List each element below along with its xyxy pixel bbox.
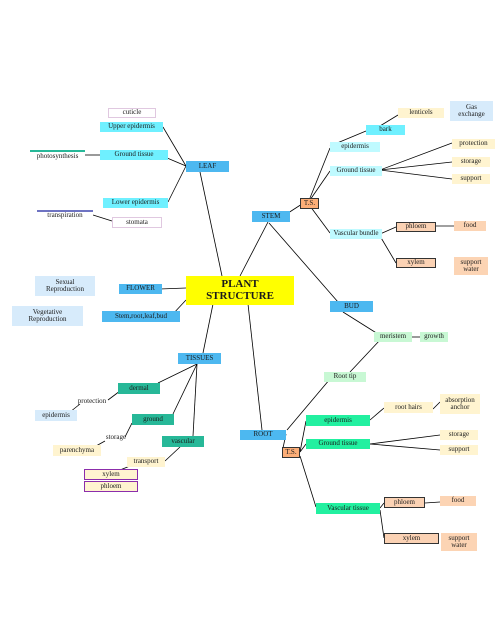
stem-node: STEM xyxy=(252,211,290,222)
vascular-node: vascular xyxy=(162,436,204,447)
stem-food-node: food xyxy=(454,221,486,231)
root-xylem-node: xylem xyxy=(384,533,439,544)
gas-exchange-node: Gas exchange xyxy=(450,101,493,121)
vegetative-reproduction-node: Vegetative Reproduction xyxy=(12,306,83,326)
root-storage-node: storage xyxy=(440,430,478,440)
root-ground-tissue-node: Ground tissue xyxy=(306,439,370,449)
root-support-water-node: support water xyxy=(441,533,477,551)
lower-epidermis-node: Lower epidermis xyxy=(103,198,168,208)
stem-epidermis-node: epidermis xyxy=(330,142,380,152)
bark-node: bark xyxy=(366,125,405,135)
vascular-bundle-node: Vascular bundle xyxy=(330,229,382,239)
tissues-epidermis-node: epidermis xyxy=(35,410,77,421)
root-phloem-node: phloem xyxy=(384,497,425,508)
plant-structure-center-node: PLANT STRUCTURE xyxy=(186,276,294,305)
root-food-node: food xyxy=(440,496,476,506)
stem-support-water-node: support water xyxy=(454,257,488,275)
stem-root-leaf-bud-node: Stem,root,leaf,bud xyxy=(102,311,180,322)
dermal-node: dermal xyxy=(118,383,160,394)
tissues-protection-node: protection xyxy=(77,397,107,406)
leaf-node: LEAF xyxy=(186,161,229,172)
meristem-node: meristem xyxy=(374,332,412,342)
stem-ground-tissue-node: Ground tissue xyxy=(330,166,382,176)
lenticels-node: lenticels xyxy=(398,108,444,118)
absorption-anchor-node: absorption anchor xyxy=(440,394,480,414)
root-vascular-tissue-node: Vascular tissue xyxy=(316,503,380,514)
transpiration-node: transpiration xyxy=(37,210,93,220)
photosynthesis-node: photosynthesis xyxy=(30,150,85,161)
root-node: ROOT xyxy=(240,430,286,440)
cuticle-node: cuticle xyxy=(108,108,156,118)
root-epidermis-node: epidermis xyxy=(306,415,370,426)
upper-epidermis-node: Upper epidermis xyxy=(100,122,163,132)
tissues-xylem-node: xylem xyxy=(84,469,138,480)
tissues-node: TISSUES xyxy=(178,353,221,364)
root-support-node: support xyxy=(440,445,478,455)
leaf-ground-tissue-node: Ground tissue xyxy=(100,150,168,160)
stem-phloem-node: phloem xyxy=(396,222,436,232)
flower-node: FLOWER xyxy=(119,284,162,294)
growth-node: growth xyxy=(420,332,448,342)
stem-storage-node: storage xyxy=(452,157,490,167)
parenchyma-node: parenchyma xyxy=(53,445,101,456)
root-ts-node: T.S. xyxy=(282,447,300,458)
stomata-node: stomata xyxy=(112,217,162,228)
stem-ts-node: T.S. xyxy=(300,198,319,209)
tissues-phloem-node: phloem xyxy=(84,481,138,492)
stem-support-node: support xyxy=(452,174,490,184)
transport-node: transport xyxy=(127,457,165,467)
root-tip-node: Root tip xyxy=(324,372,366,382)
ground-node: ground xyxy=(132,414,174,425)
bud-node: BUD xyxy=(330,301,373,312)
root-hairs-node: root hairs xyxy=(384,402,433,413)
stem-xylem-node: xylem xyxy=(396,258,436,268)
sexual-reproduction-node: Sexual Reproduction xyxy=(35,276,95,296)
stem-protection-node: protection xyxy=(452,139,495,149)
tissues-storage-node: storage xyxy=(105,433,127,442)
